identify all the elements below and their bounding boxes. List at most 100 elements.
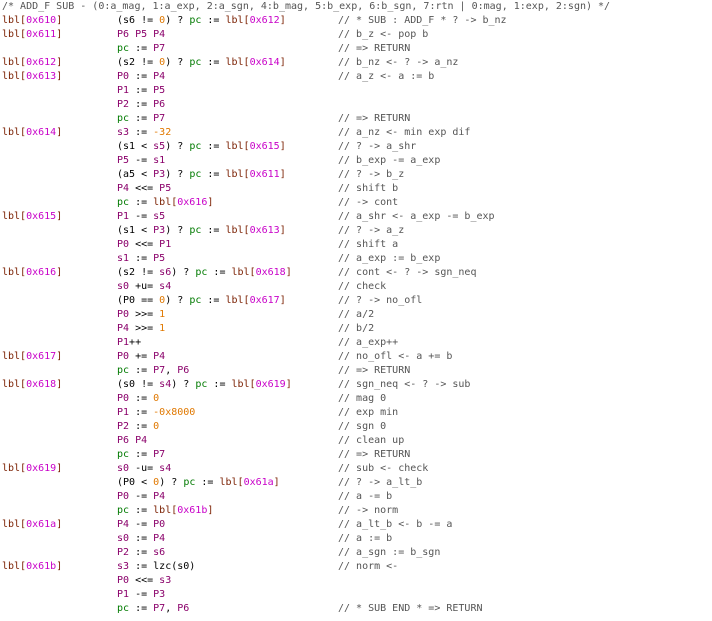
code-line[interactable]: P1++ // a_exp++	[2, 336, 702, 350]
code-line[interactable]: pc := lbl[0x616]// -> cont	[2, 196, 702, 210]
line-code: P1++	[117, 337, 142, 348]
line-comment: // ? -> no_ofl	[338, 295, 423, 306]
code-line[interactable]: lbl[0x615]P1 -= s5// a_shr <- a_exp -= b…	[2, 210, 702, 224]
line-label: lbl[0x61b]	[2, 561, 63, 572]
line-label: lbl[0x619]	[2, 463, 63, 474]
code-line[interactable]: P1 := -0x8000// exp min	[2, 406, 702, 420]
code-line[interactable]: P5 -= s1// b_exp -= a_exp	[2, 154, 702, 168]
line-code: s0 := P4	[117, 533, 166, 544]
line-code: pc := P7	[117, 43, 166, 54]
line-comment: // * SUB END * => RETURN	[338, 603, 483, 614]
line-code: P1 := P5	[117, 85, 166, 96]
code-line[interactable]: lbl[0x611]P6 P5 P4// b_z <- pop b	[2, 28, 702, 42]
line-comment: // cont <- ? -> sgn_neq	[338, 267, 477, 278]
line-code: s3 := -32	[117, 127, 172, 138]
code-line[interactable]: lbl[0x616](s2 != s6) ? pc := lbl[0x618]/…	[2, 266, 702, 280]
code-line[interactable]: P1 -= P3	[2, 588, 702, 602]
code-line[interactable]: P6 P4 // clean up	[2, 434, 702, 448]
code-line[interactable]: (a5 < P3) ? pc := lbl[0x611] // ? -> b_z	[2, 168, 702, 182]
line-code: P6 P4	[117, 435, 148, 446]
line-comment: // a_sgn := b_sgn	[338, 547, 441, 558]
line-comment: // -> cont	[338, 197, 399, 208]
line-comment: // a_exp := b_exp	[338, 253, 441, 264]
code-line[interactable]: lbl[0x617] P0 += P4 // no_ofl <- a += b	[2, 350, 702, 364]
line-label: lbl[0x613]	[2, 71, 63, 82]
code-line[interactable]: (P0 < 0) ? pc := lbl[0x61a]// ? -> a_lt_…	[2, 476, 702, 490]
line-code: P0 += P4	[117, 351, 166, 362]
line-comment: // a_z <- a := b	[338, 71, 435, 82]
line-comment: // ? -> a_z	[338, 225, 405, 236]
line-comment: // clean up	[338, 435, 405, 446]
code-line[interactable]: lbl[0x619]s0 -u= s4// sub <- check	[2, 462, 702, 476]
code-line[interactable]: lbl[0x61b]s3 := lzc(s0)// norm <-	[2, 560, 702, 574]
line-comment: // ? -> a_lt_b	[338, 477, 423, 488]
code-line[interactable]: P4 <<= P5// shift b	[2, 182, 702, 196]
code-line[interactable]: lbl[0x612](s2 != 0) ? pc := lbl[0x614]//…	[2, 56, 702, 70]
line-comment: // b_exp -= a_exp	[338, 155, 441, 166]
code-line[interactable]: P2 := P6	[2, 98, 702, 112]
code-line[interactable]: (s1 < s5) ? pc := lbl[0x615]// ? -> a_sh…	[2, 140, 702, 154]
line-code: P0 := P4	[117, 71, 166, 82]
code-line[interactable]: lbl[0x61a]P4 -= P0// a_lt_b <- b -= a	[2, 518, 702, 532]
line-code: s0 -u= s4	[117, 463, 172, 474]
line-code: (s6 != 0) ? pc := lbl[0x612]	[117, 15, 286, 26]
line-code: P0 := 0	[117, 393, 160, 404]
code-line[interactable]: pc := P7, P6 // * SUB END * => RETURN	[2, 602, 702, 616]
line-label: lbl[0x617]	[2, 351, 63, 362]
line-code: P2 := 0	[117, 421, 160, 432]
code-line[interactable]: P0 >>= 1// a/2	[2, 308, 702, 322]
code-line[interactable]: pc := P7, P6// => RETURN	[2, 364, 702, 378]
line-code: P1 -= s5	[117, 211, 166, 222]
code-line[interactable]: lbl[0x614]s3 := -32// a_nz <- min exp di…	[2, 126, 702, 140]
line-comment: // no_ofl <- a += b	[338, 351, 453, 362]
line-code: P2 := s6	[117, 547, 166, 558]
line-comment: // ? -> a_shr	[338, 141, 417, 152]
line-code: s3 := lzc(s0)	[117, 561, 196, 572]
line-comment: // check	[338, 281, 387, 292]
line-code: P2 := P6	[117, 99, 166, 110]
code-line[interactable]: P0 <<= s3	[2, 574, 702, 588]
code-line[interactable]: P0 <<= P1// shift a	[2, 238, 702, 252]
line-code: P1 -= P3	[117, 589, 166, 600]
code-line[interactable]: pc := P7// => RETURN	[2, 112, 702, 126]
line-code: (s2 != 0) ? pc := lbl[0x614]	[117, 57, 286, 68]
code-line[interactable]: lbl[0x610](s6 != 0) ? pc := lbl[0x612]//…	[2, 14, 702, 28]
line-code: (s2 != s6) ? pc := lbl[0x618]	[117, 267, 292, 278]
line-comment: // ? -> b_z	[338, 169, 405, 180]
line-comment: // -> norm	[338, 505, 399, 516]
code-line[interactable]: P2 := s6 // a_sgn := b_sgn	[2, 546, 702, 560]
line-comment: // => RETURN	[338, 449, 411, 460]
line-code: pc := P7, P6	[117, 603, 190, 614]
line-code: (s0 != s4) ? pc := lbl[0x619]	[117, 379, 292, 390]
line-code: P0 <<= s3	[117, 575, 172, 586]
code-line[interactable]: pc := P7// => RETURN	[2, 42, 702, 56]
code-line[interactable]: pc := lbl[0x61b]// -> norm	[2, 504, 702, 518]
code-line[interactable]: pc := P7 // => RETURN	[2, 448, 702, 462]
code-line[interactable]: P0 := 0// mag 0	[2, 392, 702, 406]
code-line[interactable]: P2 := 0// sgn 0	[2, 420, 702, 434]
line-label: lbl[0x618]	[2, 379, 63, 390]
line-comment: // a_lt_b <- b -= a	[338, 519, 453, 530]
code-line[interactable]: lbl[0x613] P0 := P4 // a_z <- a := b	[2, 70, 702, 84]
line-code: pc := P7	[117, 449, 166, 460]
code-line[interactable]: (s1 < P3) ? pc := lbl[0x613]// ? -> a_z	[2, 224, 702, 238]
line-comment: // a_exp++	[338, 337, 399, 348]
code-line[interactable]: lbl[0x618](s0 != s4) ? pc := lbl[0x619]/…	[2, 378, 702, 392]
line-code: (a5 < P3) ? pc := lbl[0x611]	[117, 169, 286, 180]
code-line[interactable]: s0 := P4// a := b	[2, 532, 702, 546]
line-code: s1 := P5	[117, 253, 166, 264]
code-line[interactable]: s0 +u= s4// check	[2, 280, 702, 294]
code-line[interactable]: P1 := P5	[2, 84, 702, 98]
code-line[interactable]: P4 >>= 1// b/2	[2, 322, 702, 336]
line-comment: // a_shr <- a_exp -= b_exp	[338, 211, 495, 222]
line-code: P4 >>= 1	[117, 323, 166, 334]
line-label: lbl[0x61a]	[2, 519, 63, 530]
code-line[interactable]: s1 := P5 // a_exp := b_exp	[2, 252, 702, 266]
code-line[interactable]: P0 -= P4// a -= b	[2, 490, 702, 504]
line-label: lbl[0x612]	[2, 57, 63, 68]
line-comment: // a/2	[338, 309, 375, 320]
line-comment: // a_nz <- min exp dif	[338, 127, 471, 138]
code-line[interactable]: (P0 == 0) ? pc := lbl[0x617]// ? -> no_o…	[2, 294, 702, 308]
line-comment: // exp min	[338, 407, 399, 418]
